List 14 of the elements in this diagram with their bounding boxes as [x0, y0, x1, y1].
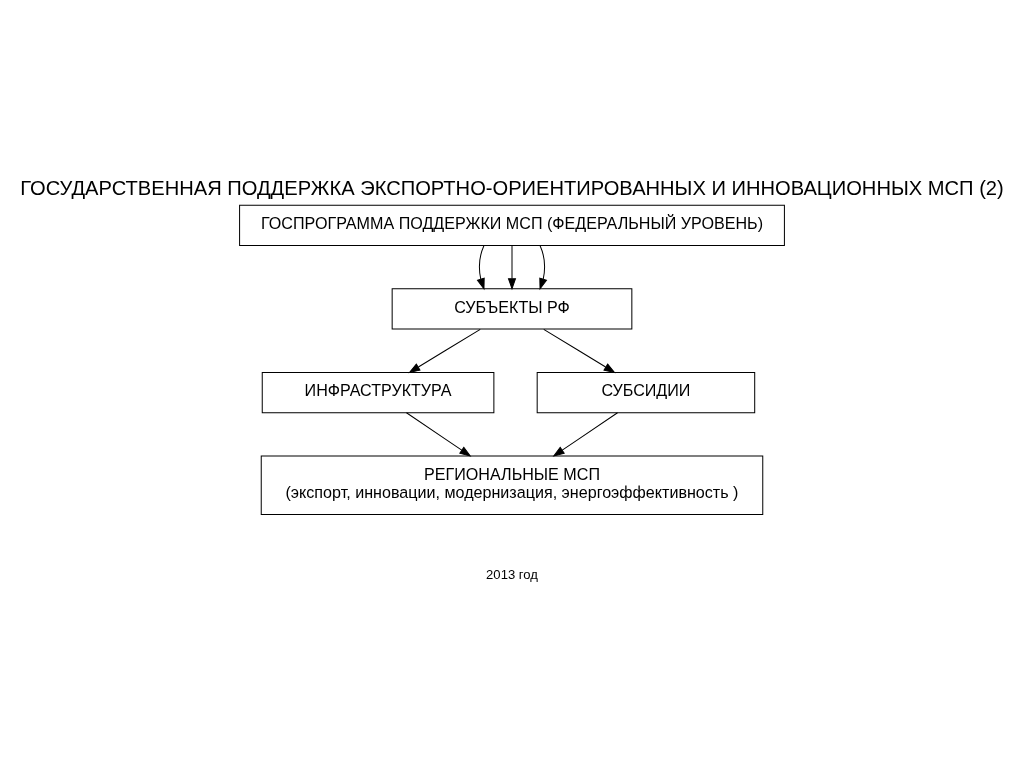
diagram-title: ГОСУДАРСТВЕННАЯ ПОДДЕРЖКА ЭКСПОРТНО-ОРИЕНТИРОВАННЫХ И ИННОВАЦИОННЫХ МСП (2): [20, 176, 1004, 199]
arrow: [405, 411, 472, 457]
arrow: [476, 244, 485, 290]
node-box: СУБЪЕКТЫ РФ: [391, 287, 633, 330]
arrow: [543, 328, 616, 373]
node-box: ИНФРАСТРУКТУРА: [261, 371, 495, 413]
label: 2013 год: [486, 566, 538, 582]
arrow: [507, 244, 517, 290]
node-box: СУБСИДИИ: [536, 371, 756, 413]
arrow: [552, 411, 619, 457]
arrow: [408, 328, 481, 373]
node-box: ГОСПРОГРАММА ПОДДЕРЖКИ МСП (ФЕДЕРАЛЬНЫЙ УРОВЕНЬ): [239, 204, 785, 246]
arrow: [539, 244, 548, 290]
node-box: РЕГИОНАЛЬНЫЕ МСП (экспорт, инновации, модернизация, энергоэффективность ): [260, 455, 764, 515]
